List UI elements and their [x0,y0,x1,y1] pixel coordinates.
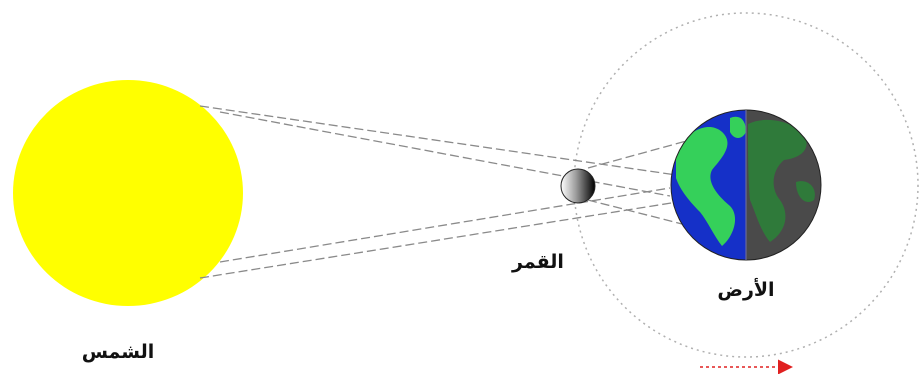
ray-lower-outer [200,200,690,278]
earth-label: الأرض [717,278,774,301]
moon [561,169,595,203]
ray-upper-inner [220,112,670,196]
sun [13,80,243,306]
moon-label: القمر [511,251,564,273]
ray-upper-outer [200,106,690,177]
sun-label: الشمس [82,341,155,363]
earth [671,110,822,260]
ray-lower-inner [220,188,670,262]
shadow-rays [200,106,690,278]
